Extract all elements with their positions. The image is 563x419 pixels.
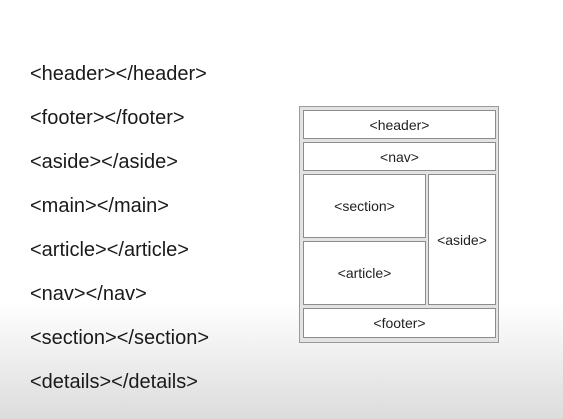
diagram-aside-box: <aside> [428, 174, 496, 305]
layout-diagram: <header> <nav> <section> <article> <asid… [299, 106, 499, 343]
diagram-footer-box: <footer> [303, 308, 496, 338]
tag-aside: <aside></aside> [30, 151, 178, 173]
diagram-nav-box: <nav> [303, 142, 496, 171]
tag-header: <header></header> [30, 63, 207, 85]
tag-list: <header></header> <footer></footer> <asi… [30, 60, 209, 412]
tag-main: <main></main> [30, 195, 169, 217]
tag-nav: <nav></nav> [30, 283, 147, 305]
tag-section: <section></section> [30, 327, 210, 349]
diagram-section-box: <section> [303, 174, 426, 238]
diagram-article-box: <article> [303, 241, 426, 305]
tag-article: <article></article> [30, 239, 189, 261]
tag-details: <details></details> [30, 371, 198, 393]
tag-footer: <footer></footer> [30, 107, 185, 129]
diagram-header-box: <header> [303, 110, 496, 139]
